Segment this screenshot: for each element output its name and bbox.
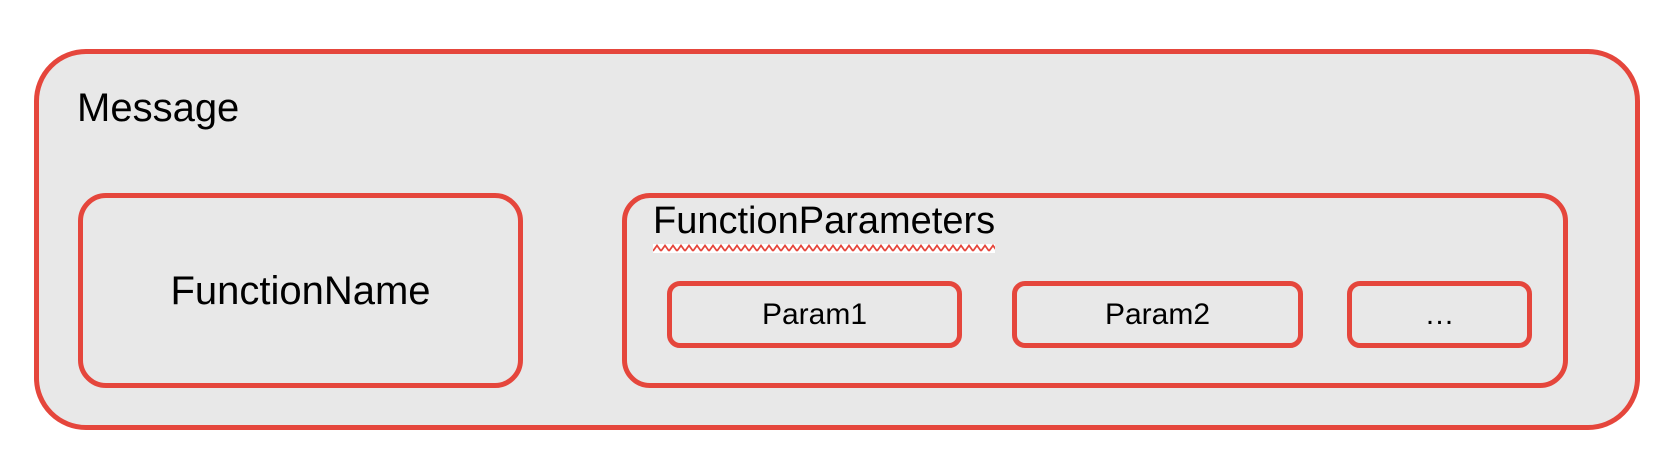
param1-box: Param1 (667, 281, 962, 348)
param1-label: Param1 (761, 297, 868, 331)
param2-box: Param2 (1012, 281, 1303, 348)
spellcheck-squiggle-underline (653, 243, 996, 253)
param2-label: Param2 (1104, 297, 1211, 331)
function-parameters-label: FunctionParameters (653, 200, 996, 242)
param-ellipsis-label: … (1424, 297, 1455, 331)
message-box: Message FunctionName FunctionParameters (34, 49, 1640, 430)
function-name-box: FunctionName (78, 193, 523, 388)
function-parameters-box: FunctionParameters Param1 Param2 (622, 193, 1568, 388)
param-ellipsis-box: … (1347, 281, 1532, 348)
message-label: Message (77, 86, 240, 130)
function-name-label: FunctionName (170, 268, 431, 313)
function-parameters-label-group: FunctionParameters (653, 200, 996, 253)
